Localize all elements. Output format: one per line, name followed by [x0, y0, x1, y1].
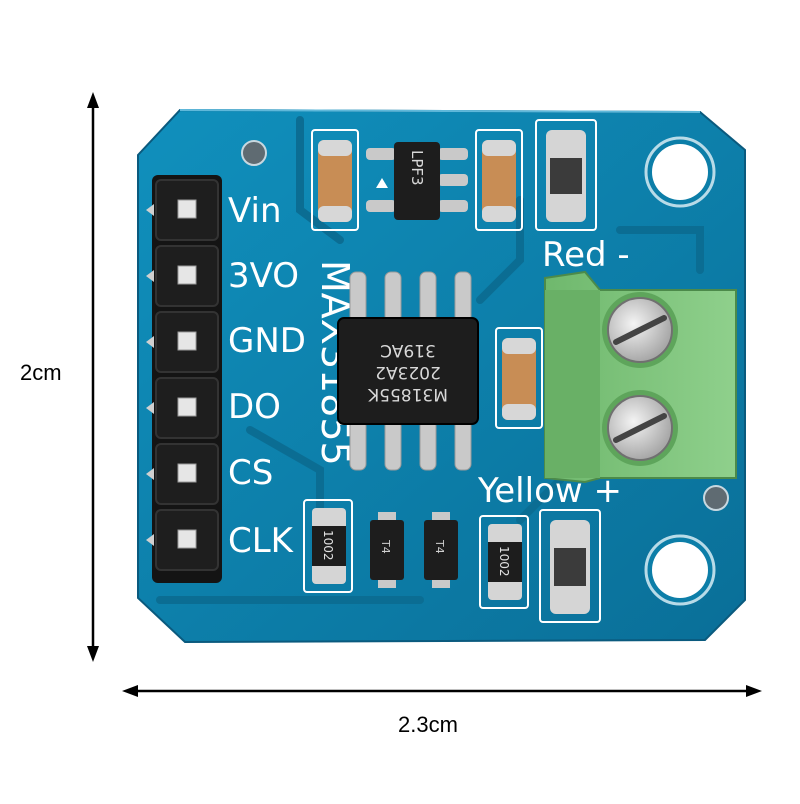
pin-marker: [146, 204, 154, 216]
resistor: 1002: [479, 515, 529, 609]
pin-marker: [146, 336, 154, 348]
max31855-chip: M31855K 2023A2 319AC: [337, 271, 479, 471]
width-dimension-arrow: [122, 685, 762, 697]
header-pin: [177, 463, 197, 483]
pin-label-do: DO: [228, 387, 281, 427]
transistor-marking: T4: [433, 539, 446, 554]
header-pin: [177, 529, 197, 549]
screw-terminal-block: [544, 270, 737, 484]
resistor-marking: 1002: [497, 546, 511, 577]
chip-marking-line1: M31855K: [367, 384, 448, 404]
voltage-regulator: LPF3: [366, 142, 468, 220]
mounting-hole-top: [644, 136, 716, 208]
transistor: T4: [370, 512, 404, 588]
resistor-marking: 1002: [321, 530, 335, 561]
terminal-label-red: Red -: [542, 235, 630, 275]
regulator-marking: LPF3: [408, 150, 426, 186]
chip-marking-line3: 319AC: [380, 340, 436, 360]
ferrite-bead: [539, 509, 601, 623]
pin-label-3vo: 3VO: [228, 256, 299, 296]
pin-marker: [146, 534, 154, 546]
resistor: 1002: [303, 499, 353, 593]
screw-bottom: [602, 390, 678, 466]
capacitor: [495, 327, 543, 429]
mounting-hole-bottom: [644, 534, 716, 606]
via: [241, 140, 267, 166]
screw-top: [602, 292, 678, 368]
pin-label-cs: CS: [228, 453, 273, 493]
ferrite-bead: [535, 119, 597, 231]
pin-marker: [146, 270, 154, 282]
transistor-marking: T4: [379, 539, 392, 554]
height-dimension-arrow: [87, 92, 99, 662]
chip-marking-line2: 2023A2: [375, 362, 441, 382]
pin-label-gnd: GND: [228, 321, 306, 361]
header-pin: [177, 397, 197, 417]
header-pin: [177, 199, 197, 219]
capacitor: [475, 129, 523, 231]
width-dimension-label: 2.3cm: [398, 712, 458, 737]
capacitor: [311, 129, 359, 231]
pin-header: [146, 175, 222, 583]
pin-label-vin: Vin: [228, 191, 282, 231]
via: [703, 485, 729, 511]
pin-marker: [146, 468, 154, 480]
header-pin: [177, 331, 197, 351]
height-dimension-label: 2cm: [20, 360, 62, 385]
transistor: T4: [424, 512, 458, 588]
pin-label-clk: CLK: [228, 521, 295, 561]
header-pin: [177, 265, 197, 285]
pin-marker: [146, 402, 154, 414]
